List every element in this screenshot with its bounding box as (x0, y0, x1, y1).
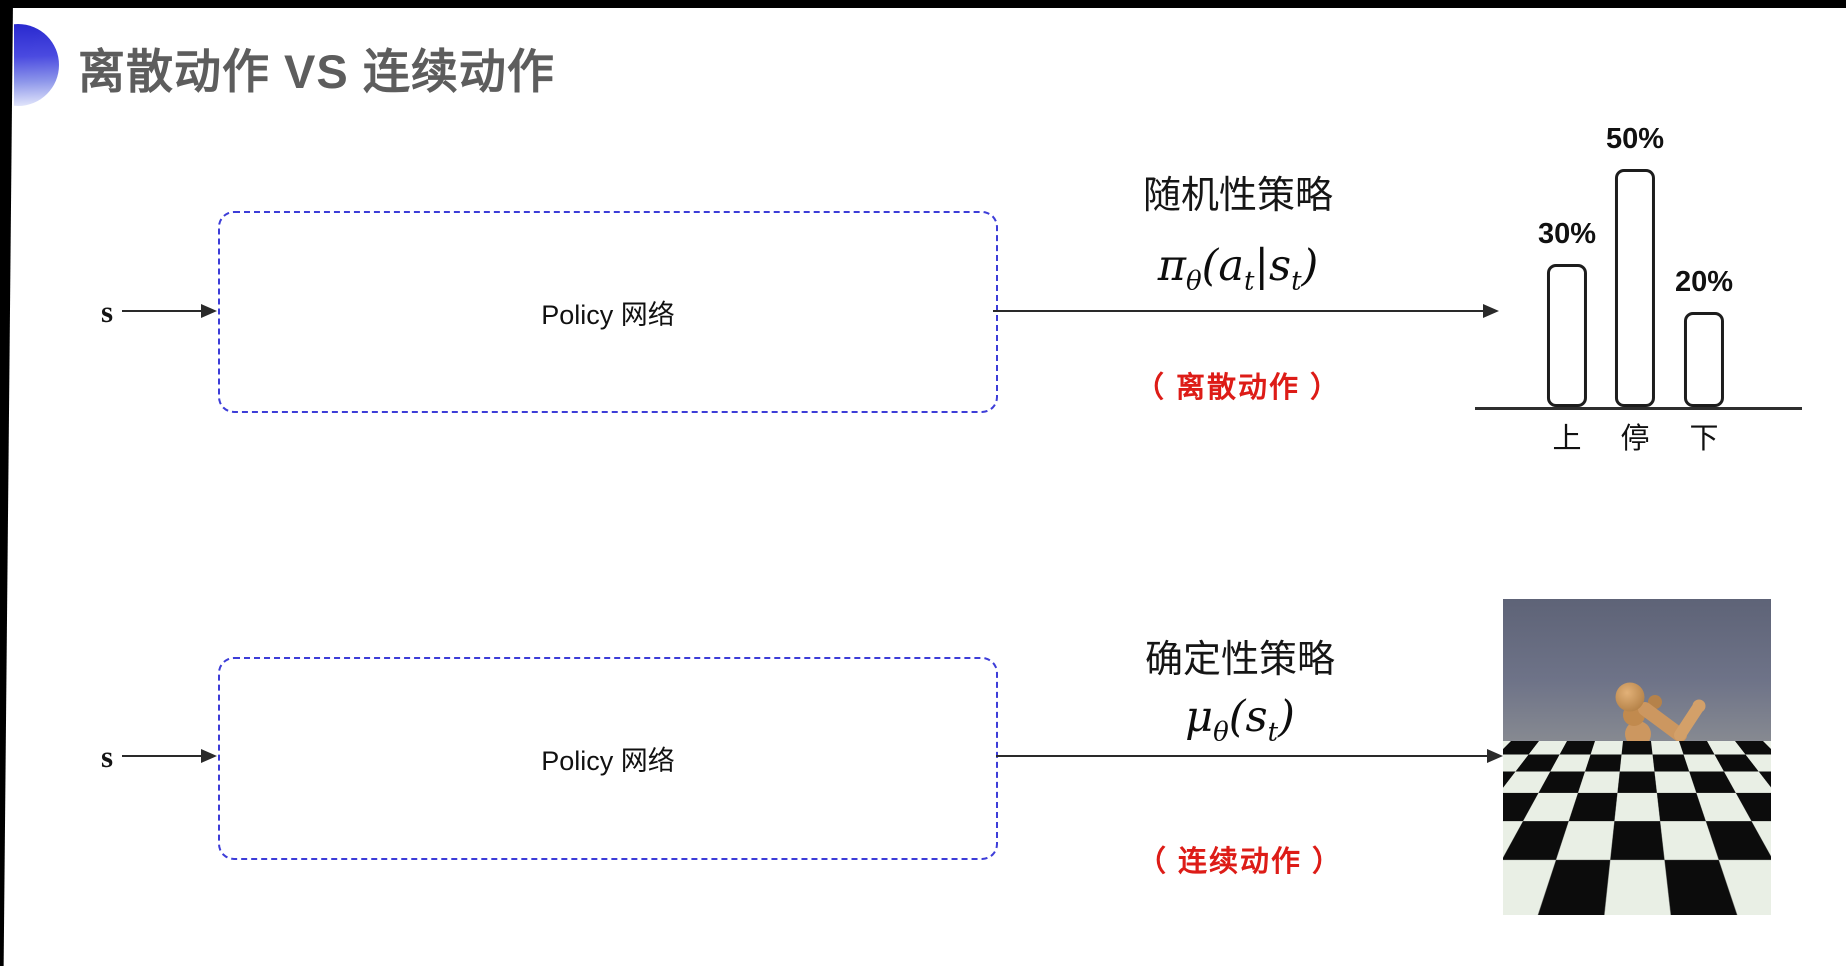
frame-left-bar (0, 0, 13, 966)
bar-up (1546, 264, 1587, 407)
action-probability-bar-chart: 30% 50% 20% (1475, 99, 1802, 410)
category-label-down: 下 (1689, 423, 1719, 455)
formula-arg2-sub: t (1291, 266, 1302, 297)
policy-network-box-bottom: Policy 网络 (218, 657, 998, 860)
continuous-action-note: （ 连续动作 ） (1136, 846, 1344, 878)
arrow-policy-to-output-bottom (996, 755, 1488, 758)
deterministic-policy-formula: μθ(st) (1030, 692, 1450, 748)
state-input-label-bottom: s (100, 739, 114, 774)
formula-close-paren: ) (1278, 692, 1295, 742)
frame-top-bar (0, 0, 1846, 8)
formula-close-paren: ) (1301, 241, 1319, 291)
stochastic-policy-label: 随机性策略 (1142, 175, 1333, 217)
policy-box-label: Policy 网络 (541, 746, 675, 776)
formula-open-paren: ( (1228, 692, 1246, 742)
stochastic-policy-formula: πθ(at|st) (1028, 241, 1448, 297)
formula-symbol-sub: θ (1185, 266, 1202, 297)
category-label-stop: 停 (1620, 423, 1650, 455)
mujoco-humanoid-figure (1556, 682, 1706, 905)
arrow-state-to-policy-bottom (122, 755, 202, 758)
formula-arg1: s (1245, 692, 1268, 742)
blue-ball-icon (14, 24, 59, 106)
bar-stop (1614, 169, 1655, 407)
formula-open-paren: ( (1201, 241, 1219, 291)
state-input-label-top: s (100, 294, 114, 329)
formula-arg1-sub: t (1267, 717, 1279, 748)
arrow-state-to-policy-top (122, 310, 202, 313)
bar-down (1683, 312, 1724, 407)
bar-group: 50% (1606, 123, 1664, 407)
bar-value-label: 50% (1605, 123, 1665, 155)
mujoco-humanoid-image (1503, 599, 1771, 915)
chart-baseline (1475, 407, 1802, 410)
bar-group: 20% (1675, 266, 1733, 407)
bar-group: 30% (1538, 218, 1596, 407)
formula-arg2: s (1268, 241, 1292, 291)
policy-box-label: Policy 网络 (541, 299, 675, 330)
formula-separator: | (1254, 241, 1269, 291)
deterministic-policy-label: 确定性策略 (1144, 639, 1335, 681)
policy-network-box-top: Policy 网络 (218, 211, 998, 413)
formula-symbol: π (1157, 241, 1186, 291)
bar-value-label: 30% (1537, 218, 1597, 250)
formula-symbol-sub: θ (1213, 717, 1229, 748)
category-label-up: 上 (1552, 423, 1582, 455)
arrow-policy-to-output-top (993, 310, 1484, 313)
title-bullet-ball (14, 24, 59, 106)
formula-arg1-sub: t (1244, 266, 1255, 297)
discrete-action-note: （ 离散动作 ） (1134, 372, 1342, 404)
page-title: 离散动作 VS 连续动作 (78, 45, 555, 98)
formula-arg1: a (1218, 241, 1245, 291)
formula-symbol: μ (1185, 692, 1214, 742)
bar-value-label: 20% (1674, 266, 1734, 298)
